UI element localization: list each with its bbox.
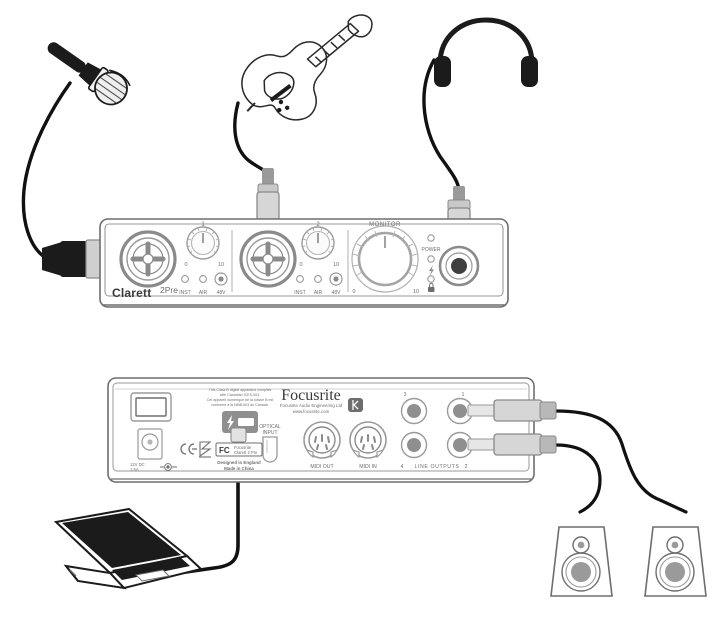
cable-guitar-to-input2 [233,101,270,176]
rear-panel: 12V DC 1.5A FC Focusrite C [107,377,535,483]
fcc-mark: FC [219,446,230,455]
gain-2-min: 0 [299,262,302,268]
speaker-right-icon [644,526,707,597]
dc-power-socket[interactable] [137,428,163,460]
thunderbolt-plug [230,427,247,443]
line-output-2-number: 2 [465,464,468,470]
air-label-2: AIR [314,290,323,296]
compliance-line4: conforme a la NMB-003 du Canada. [211,403,269,407]
thunderbolt-led [427,255,435,263]
phantom-button-2[interactable] [329,272,343,286]
blank-plate [130,392,172,422]
brand-name: Clarett [112,286,151,300]
line-outputs-label: LINE OUTPUTS [415,464,460,470]
line-output-3-number: 3 [404,392,407,398]
fcc-mark-block: FC Focusrite Clarett 2 Pre [215,442,263,457]
inst-led-1 [181,275,189,283]
phantom-button-1[interactable] [214,272,228,286]
compliance-line3: Cet appareil numerique de la classe B es… [207,398,274,402]
optical-label-line1: OPTICAL [259,424,281,430]
cable-lineout1-to-speaker-right [554,409,688,514]
inst-label-2: INST [294,290,305,296]
polarity-icon [160,463,177,471]
air-led-1 [199,275,207,283]
ce-mark-icon [180,443,197,455]
gain-2-max: 10 [333,262,339,268]
inst-label-1: INST [179,290,190,296]
gain-knob-1[interactable]: 1 0 10 [184,222,224,268]
gain-knob-2-number: 2 [316,222,320,228]
phantom-label-2: 48V [332,290,342,296]
rear-brand: Focusrite Focusrite Audio Engineering Lt… [280,387,343,414]
headphone-jack-socket[interactable] [438,245,480,287]
headphones-icon [434,17,538,87]
midi-in-label: MIDI IN [359,464,377,470]
guitar-icon [241,14,373,121]
fcc-label-line2: Clarett 2 Pre [234,450,258,455]
gain-knob-2[interactable]: 2 0 10 [299,222,339,268]
weee-icon [199,441,212,458]
channel-1-controls: INST AIR 48V [179,272,228,296]
line-output-3[interactable] [400,397,428,425]
compliance-line1: This Class B digital apparatus complies [209,388,272,392]
power-label: POWER [422,247,441,253]
line-output-1-number: 1 [462,392,465,398]
optical-label-line2: INPUT [263,430,278,436]
model-name: 2Pre [160,285,178,295]
rear-website: www.focusrite.com [293,409,330,414]
microphone-icon [47,42,131,106]
combo-input-1[interactable] [119,230,177,288]
channel-2-controls: INST AIR 48V [294,272,343,296]
cable-microphone-to-input1 [21,81,72,260]
phantom-label-1: 48V [217,290,227,296]
air-label-1: AIR [199,290,208,296]
optical-input-port[interactable] [262,436,278,463]
fcc-label-line1: Focusrite [234,445,252,450]
line-output-plug-1 [467,399,557,422]
midi-out-port[interactable] [303,421,341,459]
monitor-knob[interactable]: MONITOR 0 10 [351,222,419,295]
front-panel: 1 0 10 INST AIR 48V [99,218,509,308]
inst-led-2 [296,275,304,283]
cable-lineout2-to-speaker-left [554,443,602,514]
designed-line1: Designed in England [217,460,261,465]
speaker-left-icon [550,526,613,597]
monitor-min: 0 [352,289,355,295]
line-output-4[interactable] [400,431,428,459]
combo-input-2[interactable] [239,230,297,288]
gain-knob-1-number: 1 [201,222,205,228]
power-rating-line1: 12V DC [130,462,145,467]
power-led [427,234,435,242]
front-brand: Clarett 2Pre [112,285,178,300]
midi-out-label: MIDI OUT [310,464,334,470]
gain-1-max: 10 [218,262,224,268]
lock-icon [428,282,435,292]
thunderbolt-icon [429,265,434,276]
laptop-icon [53,507,204,590]
designed-line2: Made in China [224,466,254,471]
monitor-label: MONITOR [369,222,401,228]
midi-in-port[interactable] [349,421,387,459]
cable-headphones-to-jack [422,58,461,192]
thunderbolt-port[interactable] [222,411,258,433]
monitor-max: 10 [413,289,419,295]
gain-1-min: 0 [184,262,187,268]
compliance-line2: with Canadian ICES-003. [220,393,260,397]
kensington-lock-icon [348,398,363,412]
front-indicators: POWER [422,234,441,292]
air-led-2 [314,275,322,283]
cable-thunderbolt-to-laptop [184,432,240,574]
line-output-plug-2 [467,433,557,456]
rear-company: Focusrite Audio Engineering Ltd [280,403,343,408]
power-rating-line2: 1.5A [130,467,139,472]
lock-led [427,275,435,283]
line-output-4-number: 4 [401,464,404,470]
rear-brand-name: Focusrite [281,387,341,404]
